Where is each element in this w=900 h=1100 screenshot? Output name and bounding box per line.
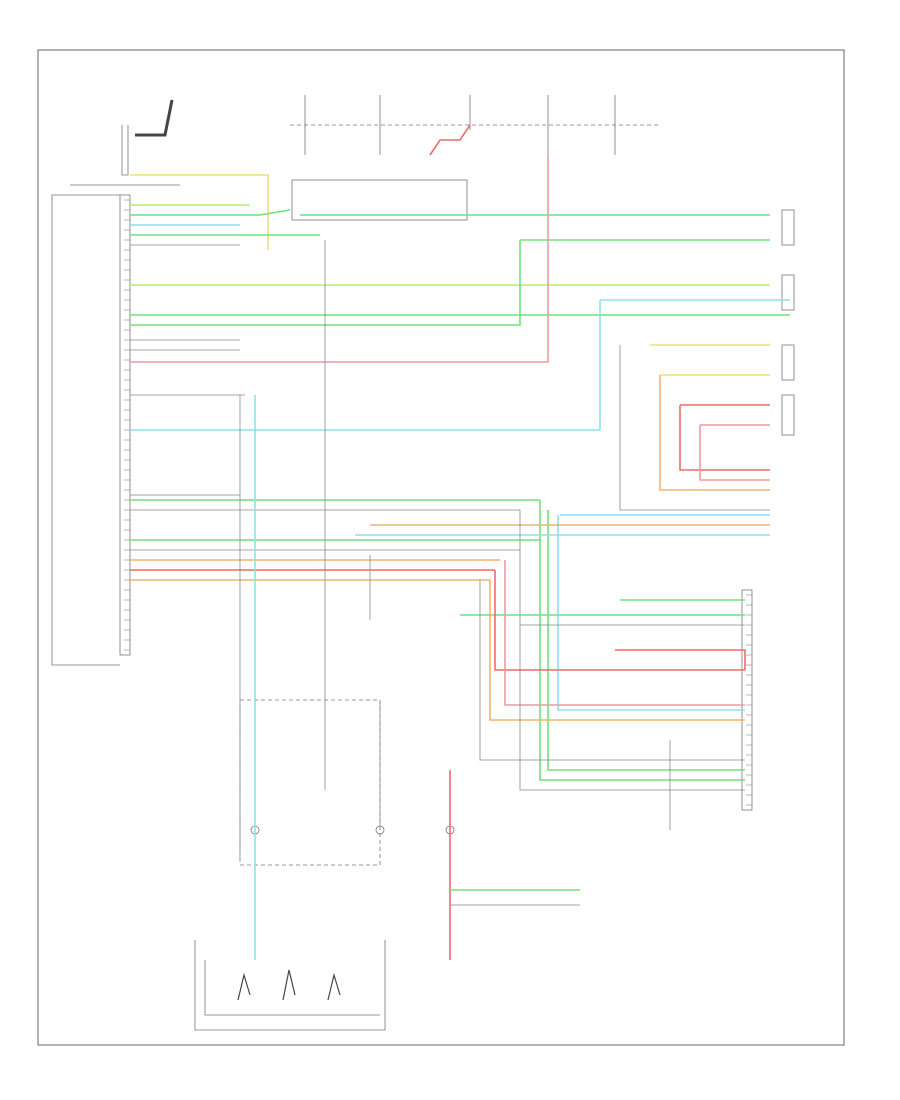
- steering-switch-housing: [194, 940, 386, 1031]
- red-wire: [679, 405, 770, 471]
- connector-pins: [124, 199, 752, 806]
- radio-connector: [119, 194, 131, 656]
- left-front-speaker-connector: [781, 344, 795, 381]
- switch-contact-2: [282, 969, 296, 1001]
- steering-switch-inner: [204, 960, 380, 1016]
- red-wire: [494, 570, 745, 671]
- pink-wire: [130, 155, 549, 363]
- pink-wire: [504, 560, 745, 706]
- green-wire: [539, 500, 745, 781]
- orange-wire: [489, 580, 745, 721]
- ignition-switch-body: [121, 125, 129, 176]
- gray-wire: [619, 345, 770, 511]
- red-wire: [615, 649, 746, 670]
- green-wire: [130, 240, 521, 326]
- diagram-border: [37, 49, 845, 1046]
- wire-harness: [130, 124, 790, 960]
- red-wire: [429, 124, 471, 156]
- pink-wire: [699, 425, 770, 481]
- top-relay-box: [291, 179, 468, 221]
- green-wire: [130, 209, 291, 216]
- yellow-wire: [130, 174, 269, 250]
- right-front-speaker-connector: [781, 394, 795, 436]
- ignition-switch-lever: [135, 99, 174, 137]
- orange-wire: [659, 375, 770, 491]
- rear-control-panel-connector: [741, 589, 753, 811]
- left-rear-speaker-connector: [781, 274, 795, 311]
- radio-unit-outline: [51, 194, 120, 666]
- switch-contact-3: [327, 972, 341, 1001]
- green-wire: [547, 510, 745, 771]
- switch-contact-1: [237, 972, 251, 1001]
- gray-wire: [519, 510, 745, 626]
- cyan-wire: [557, 515, 745, 711]
- steering-wheel-control-module: [239, 699, 381, 866]
- right-rear-speaker-connector: [781, 209, 795, 246]
- gray-wire: [479, 580, 745, 761]
